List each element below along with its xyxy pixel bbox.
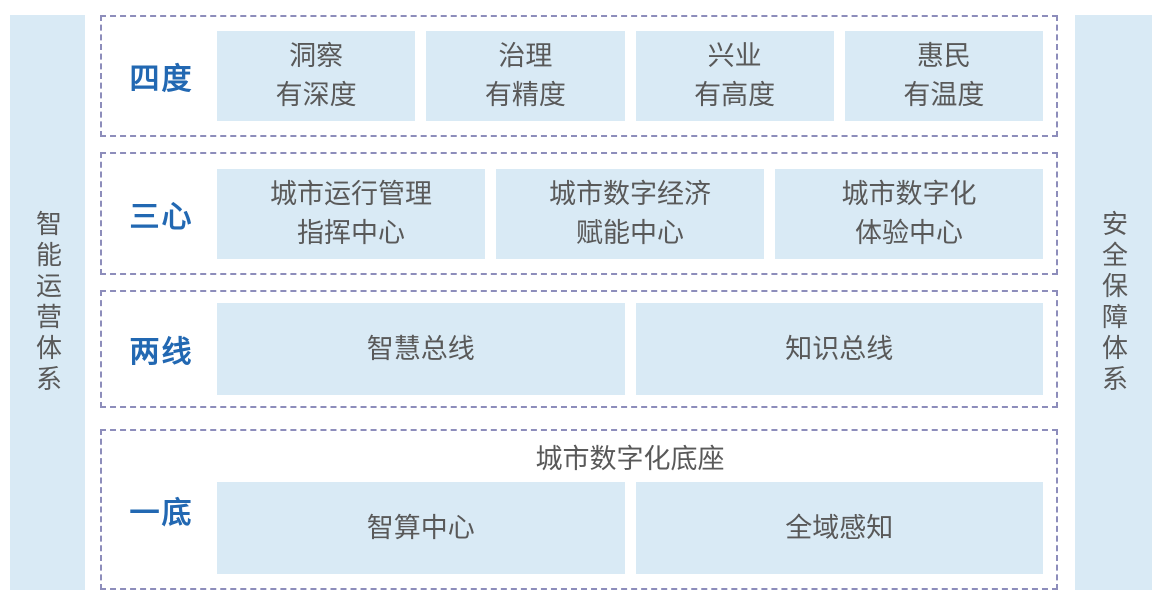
box-omni-domain-perception: 全域感知 — [635, 482, 1043, 574]
row-one-base-label: 一底 — [129, 496, 194, 530]
row-four-degrees-boxes: 洞察 有深度 治理 有精度 兴业 有高度 惠民 有温度 — [217, 17, 1043, 135]
row-one-base-content: 城市数字化底座 智算中心 全域感知 — [217, 431, 1043, 588]
row-two-buses-boxes: 智慧总线 知识总线 — [217, 292, 1043, 406]
box-text-line: 有精度 — [484, 80, 566, 110]
box-text-line: 有高度 — [694, 80, 776, 110]
row-three-centers-boxes: 城市运行管理 指挥中心 城市数字经济 赋能中心 城市数字化 体验中心 — [217, 154, 1043, 273]
row-one-base-boxes: 智算中心 全域感知 — [217, 482, 1043, 574]
row-two-buses-label: 两线 — [129, 336, 194, 369]
row-one-base: 一底 城市数字化底座 智算中心 全域感知 — [100, 429, 1058, 590]
box-text-line: 洞察 — [289, 41, 344, 71]
box-text-line: 治理 — [498, 41, 553, 71]
row-three-centers-label: 三心 — [129, 200, 194, 234]
row-two-buses: 两线 智慧总线 知识总线 — [100, 290, 1058, 408]
box-text-line: 惠民 — [916, 41, 971, 71]
box-text-line: 全域感知 — [785, 512, 894, 543]
box-city-operation-command-center: 城市运行管理 指挥中心 — [217, 168, 485, 259]
box-text-line: 有温度 — [903, 80, 985, 110]
pillar-security-assurance-label: 安全保障体系 — [1098, 209, 1129, 396]
box-knowledge-bus: 知识总线 — [635, 303, 1043, 395]
box-text-line: 赋能中心 — [576, 217, 684, 248]
box-city-digitalization-experience-center: 城市数字化 体验中心 — [775, 168, 1043, 259]
row-four-degrees-label: 四度 — [129, 63, 194, 96]
box-text-line: 有深度 — [275, 80, 357, 110]
box-text-line: 兴业 — [707, 41, 762, 71]
box-text-line: 知识总线 — [785, 333, 894, 364]
box-wisdom-bus: 智慧总线 — [217, 303, 625, 395]
pillar-intelligent-operations: 智能运营体系 — [10, 15, 85, 590]
box-city-digital-economy-enablement-center: 城市数字经济 赋能中心 — [496, 168, 764, 259]
box-intelligent-computing-center: 智算中心 — [217, 482, 625, 574]
box-text-line: 城市运行管理 — [270, 178, 432, 209]
row-four-degrees: 四度 洞察 有深度 治理 有精度 兴业 有高度 惠民 有温度 — [100, 15, 1058, 137]
box-text-line: 智慧总线 — [366, 333, 475, 364]
box-text-line: 城市数字经济 — [549, 178, 711, 209]
box-text-line: 智算中心 — [366, 512, 475, 543]
row-three-centers: 三心 城市运行管理 指挥中心 城市数字经济 赋能中心 城市数字化 体验中心 — [100, 152, 1058, 275]
box-text-line: 城市数字化 — [841, 178, 977, 209]
box-insight-depth: 洞察 有深度 — [217, 31, 416, 121]
box-text-line: 体验中心 — [855, 217, 963, 248]
box-industry-height: 兴业 有高度 — [635, 31, 834, 121]
pillar-intelligent-operations-label: 智能运营体系 — [32, 209, 63, 396]
city-digital-base-title: 城市数字化底座 — [535, 444, 725, 474]
box-governance-precision: 治理 有精度 — [426, 31, 625, 121]
box-welfare-warmth: 惠民 有温度 — [844, 31, 1043, 121]
pillar-security-assurance: 安全保障体系 — [1075, 15, 1152, 590]
box-text-line: 指挥中心 — [297, 217, 405, 248]
